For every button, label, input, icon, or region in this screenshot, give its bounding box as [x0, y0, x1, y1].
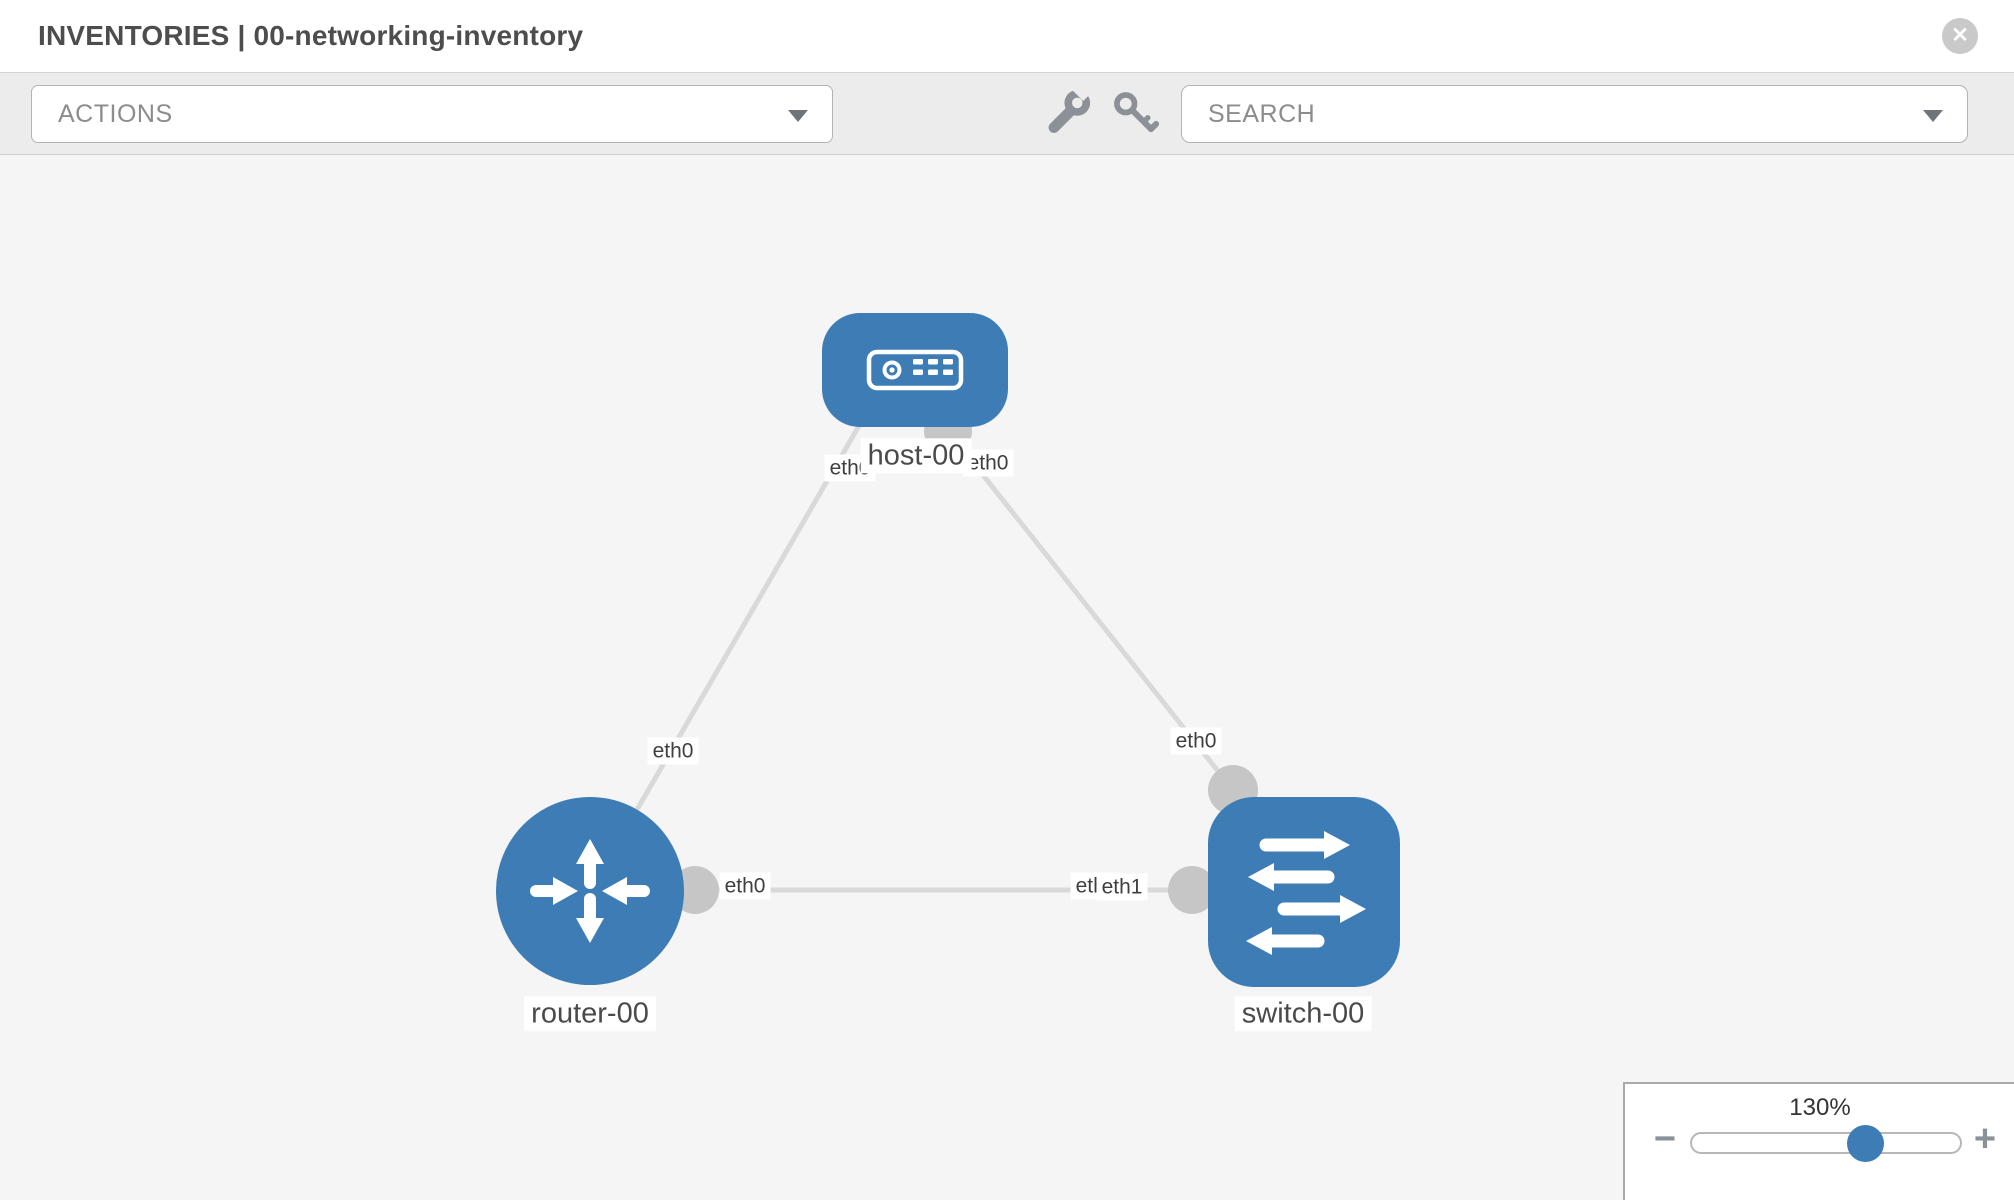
zoom-level-value: 130% [1789, 1094, 1851, 1121]
node-switch[interactable] [1208, 797, 1400, 987]
interface-label: eth1 [1096, 873, 1148, 901]
port-switch-eth1[interactable] [1168, 866, 1216, 914]
chevron-down-icon [1923, 110, 1943, 122]
wrench-icon[interactable] [1041, 79, 1095, 140]
zoom-in-button[interactable]: + [1973, 1118, 1997, 1160]
actions-dropdown-label: ACTIONS [58, 100, 173, 128]
key-icon[interactable] [1108, 86, 1162, 140]
interface-label: eth0 [647, 737, 699, 765]
actions-dropdown[interactable]: ACTIONS [31, 85, 833, 143]
toolbar: ACTIONS SEARCH [0, 73, 2014, 155]
node-label-host: host-00 [860, 438, 972, 474]
window-header: INVENTORIES | 00-networking-inventory ✕ [0, 0, 2014, 73]
ports-layer [671, 407, 1258, 914]
node-label-router: router-00 [524, 996, 656, 1032]
zoom-control-panel: 130% − + [1623, 1082, 2014, 1200]
host-icon [866, 349, 964, 391]
zoom-out-button[interactable]: − [1653, 1118, 1677, 1160]
close-icon[interactable]: ✕ [1942, 18, 1978, 54]
search-placeholder: SEARCH [1208, 100, 1316, 128]
switch-icon [1246, 831, 1366, 955]
node-host[interactable] [822, 313, 1008, 427]
node-label-switch: switch-00 [1234, 996, 1372, 1032]
router-icon [530, 839, 650, 943]
page-title: INVENTORIES | 00-networking-inventory [38, 20, 584, 51]
interface-label: eth0 [719, 872, 771, 900]
zoom-slider-track[interactable] [1690, 1132, 1962, 1154]
topology-canvas[interactable]: eth0 eth0 eth0 eth0 eth0 eth0 eth1 host-… [0, 155, 2014, 1200]
zoom-slider-thumb[interactable] [1847, 1125, 1884, 1162]
chevron-down-icon [788, 110, 808, 122]
interface-label: eth0 [1170, 727, 1222, 755]
node-router[interactable] [496, 797, 684, 985]
search-dropdown[interactable]: SEARCH [1181, 85, 1968, 143]
links-layer [587, 422, 1235, 893]
